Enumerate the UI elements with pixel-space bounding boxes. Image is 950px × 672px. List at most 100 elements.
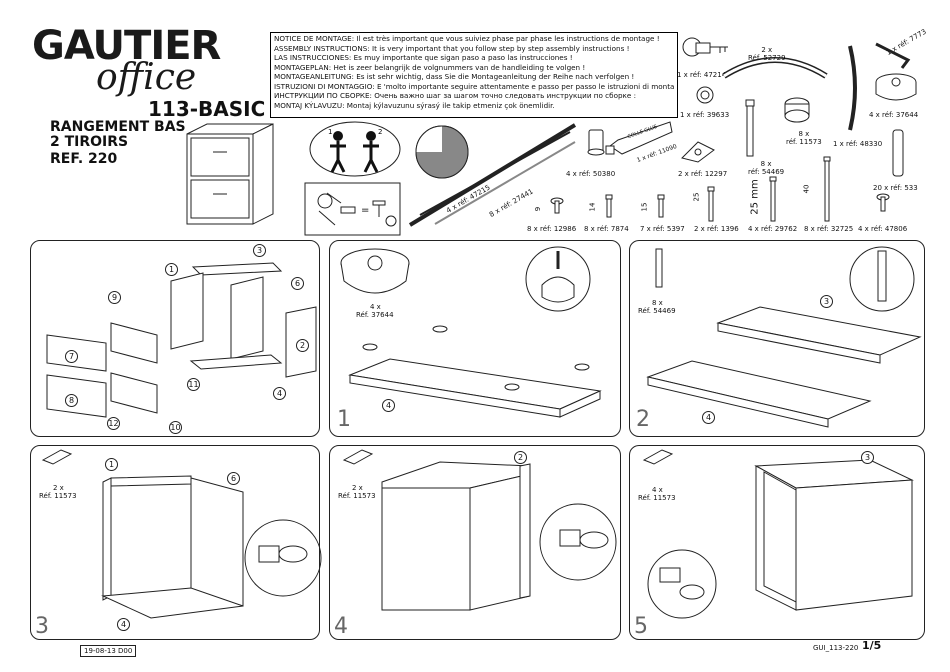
part-callout: 4 — [702, 411, 715, 424]
screw-icon — [823, 156, 831, 222]
handle-icon — [722, 57, 828, 79]
screw-label: 8 x réf: 32725 — [804, 225, 854, 233]
part-callout: 6 — [227, 472, 240, 485]
part-callout: 8 — [65, 394, 78, 407]
part-callout: 2 — [514, 451, 527, 464]
step-5-qty: 4 x — [652, 486, 663, 494]
screw-dim: 25 — [692, 192, 701, 202]
cap-icon — [587, 129, 605, 156]
notice-line: NOTICE DE MONTAGE: Il est très important… — [274, 34, 660, 43]
hw-label-54469: 8 x réf: 54469 — [748, 160, 785, 176]
step-1-qty: 4 x — [370, 303, 381, 311]
notice-line: ИНСТРУКЦИИ ПО СБОРКЕ: Очень важно шаг за… — [274, 91, 636, 100]
foot-icon — [875, 73, 917, 101]
part-callout: 4 — [382, 399, 395, 412]
screw-dim: 15 — [640, 202, 649, 212]
overview-panel: 1 2 3 4 6 7 8 9 10 11 12 — [30, 240, 320, 437]
step-1-ref: Réf. 37644 — [356, 311, 394, 319]
part-callout: 11 — [187, 378, 200, 391]
brand-logo: GAUTIER — [32, 23, 221, 69]
step-2-ref: Réf. 54469 — [638, 307, 676, 315]
step-number: 4 — [334, 614, 348, 639]
screw-icon — [550, 197, 564, 214]
screw-label: 7 x réf: 5397 — [640, 225, 685, 233]
product-line-1: RANGEMENT BAS — [50, 119, 186, 135]
hex-key-icon — [875, 42, 911, 69]
part-callout: 3 — [820, 295, 833, 308]
dowel-icon — [892, 129, 904, 177]
part-callout: 6 — [291, 277, 304, 290]
part-callout: 3 — [861, 451, 874, 464]
screw-icon — [707, 186, 715, 222]
notice-line: ISTRUZIONI DI MONTAGGIO: E 'molto import… — [274, 81, 674, 91]
assembly-notice: NOTICE DE MONTAGE: Il est très important… — [270, 32, 678, 118]
svg-text:=: = — [361, 205, 369, 216]
exploded-view — [46, 262, 317, 418]
screw-label: 8 x réf: 12986 — [527, 225, 577, 233]
step-2-qty: 8 x — [652, 299, 663, 307]
step-5-panel: 4 x Réf. 11573 3 5 — [629, 445, 925, 640]
screw-icon — [605, 194, 613, 218]
hw-label-48330: 1 x réf: 48330 — [833, 140, 883, 148]
product-title: RANGEMENT BAS 2 TIROIRS — [50, 120, 186, 150]
bracket-icon — [848, 45, 857, 131]
part-callout: 4 — [117, 618, 130, 631]
screw-label: 8 x réf: 7874 — [584, 225, 629, 233]
pin-icon — [876, 193, 890, 212]
product-ref: REF. 220 — [50, 151, 118, 167]
hw-label-52729: 2 x Réf. 52729 — [748, 46, 786, 62]
screw-dim: 9 — [534, 206, 543, 212]
part-callout: 12 — [107, 417, 120, 430]
step-4-ref: Réf. 11573 — [338, 492, 376, 500]
cabinet-illustration — [186, 123, 274, 225]
screw-dim: 25 mm — [749, 179, 761, 215]
screw-label: 4 x réf: 47806 — [858, 225, 908, 233]
notice-line: MONTAJ KÝLAVUZU: Montaj kýlavuzunu sýras… — [274, 100, 555, 110]
ring-icon — [696, 86, 714, 104]
part-callout: 4 — [273, 387, 286, 400]
notice-line: ASSEMBLY INSTRUCTIONS: It is very import… — [274, 43, 630, 53]
part-callout: 7 — [65, 350, 78, 363]
footer-date: 19-08-13 D00 — [80, 645, 137, 657]
part-callout: 9 — [108, 291, 121, 304]
step-3-panel: 2 x Réf. 11573 1 6 4 3 — [30, 445, 322, 640]
drawer-slides-illustration — [408, 123, 577, 227]
product-line-2: 2 TIROIRS — [50, 134, 129, 150]
step-3-drawing — [41, 449, 322, 619]
step-3-qty: 2 x — [53, 484, 64, 492]
screw-label: 2 x réf: 1396 — [694, 225, 739, 233]
part-callout: 10 — [169, 421, 182, 434]
step-number: 5 — [634, 614, 648, 639]
step-2-panel: 8 x Réf. 54469 3 4 2 — [629, 240, 925, 437]
step-number: 2 — [636, 407, 650, 432]
step-5-ref: Réf. 11573 — [638, 494, 676, 502]
part-callout: 2 — [296, 339, 309, 352]
svg-text:1: 1 — [328, 128, 332, 136]
hw-label-39633: 1 x réf: 39633 — [680, 111, 730, 119]
key-lock-icon — [682, 37, 728, 57]
step-3-ref: Réf. 11573 — [39, 492, 77, 500]
part-callout: 1 — [105, 458, 118, 471]
glue-tube-icon — [605, 121, 673, 155]
brand-sub-logo: office — [96, 57, 197, 98]
screw-dim: 40 — [802, 184, 811, 194]
tools-icon: = — [304, 182, 401, 236]
screws-row: 9 8 x réf: 12986 14 8 x réf: 7874 15 7 x… — [522, 156, 907, 235]
hw-label-47214: 1 x réf: 47214 — [677, 71, 727, 79]
svg-text:2: 2 — [378, 128, 382, 136]
step-number: 1 — [337, 407, 351, 432]
two-persons-icon: 1 2 — [309, 121, 401, 177]
step-4-panel: 2 x Réf. 11573 2 4 — [329, 445, 621, 640]
step-4-qty: 2 x — [352, 484, 363, 492]
step-number: 3 — [35, 614, 49, 639]
screw-icon — [769, 176, 777, 222]
hw-label-11573: 8 x réf. 11573 — [786, 130, 822, 146]
step-1-drawing — [340, 246, 602, 418]
step-2-drawing — [646, 246, 922, 428]
part-callout: 3 — [253, 244, 266, 257]
notice-line: LAS INSTRUCCIONES: Es muy importante que… — [274, 53, 573, 62]
hw-label-37644: 4 x réf: 37644 — [869, 111, 919, 119]
screw-icon — [657, 194, 665, 218]
step-5-drawing — [642, 449, 914, 619]
cam-lock-icon — [784, 97, 810, 123]
